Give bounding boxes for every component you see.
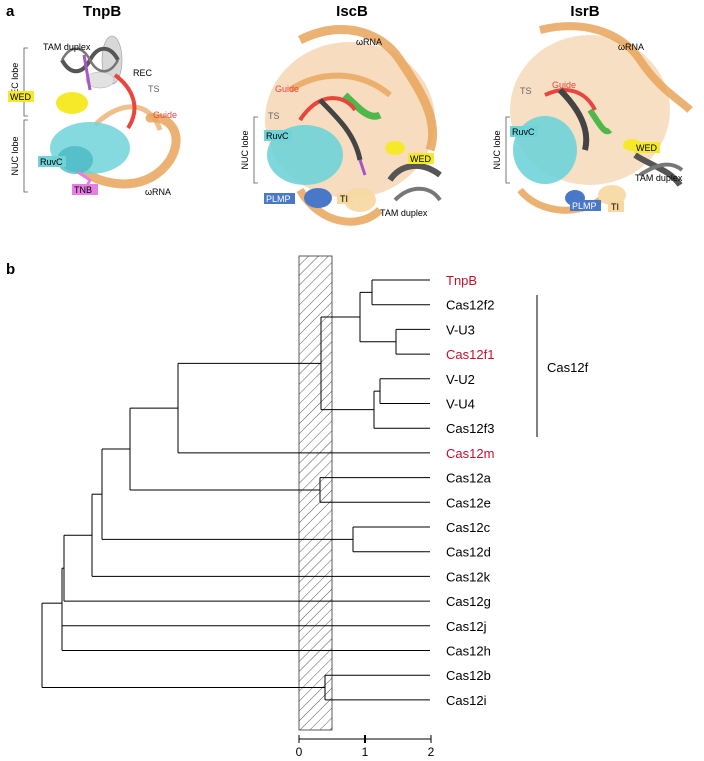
leaf-label-cas12f2: Cas12f2 [446, 298, 494, 313]
tnpb-ts-label: TS [148, 84, 160, 94]
leaf-label-cas12g: Cas12g [446, 594, 491, 609]
leaf-labels: TnpB Cas12f2V-U3Cas12f1V-U2V-U4Cas12f3Cas… [446, 273, 494, 708]
isrb-ruvc-badge [510, 126, 538, 137]
leaf-label-cas12i: Cas12i [446, 693, 487, 708]
iscb-wed-badge [408, 153, 434, 164]
leaf-label-v-u3: V-U3 [446, 322, 475, 337]
leaf-label-tnpb: TnpB [446, 273, 477, 288]
nuc-lobe-bracket [23, 119, 28, 193]
iscb-tam-label: TAM duplex [380, 208, 428, 218]
leaf-label-v-u2: V-U2 [446, 372, 475, 387]
tnpb-wed-badge [8, 91, 34, 102]
hatched-band [298, 255, 333, 731]
iscb-ti-label: TI [340, 194, 348, 204]
leaf-label-cas12d: Cas12d [446, 545, 491, 560]
leaf-label-cas12k: Cas12k [446, 569, 491, 584]
tnpb-ruvc-badge [38, 156, 66, 167]
leaf-label-cas12a: Cas12a [446, 471, 492, 486]
leaf-label-cas12f1: Cas12f1 [446, 347, 494, 362]
iscb-title: IscB [336, 3, 368, 20]
isrb-guide-label: Guide [552, 80, 576, 90]
isrb-tam-label: TAM duplex [635, 173, 683, 183]
tnpb-guide-label: Guide [153, 110, 177, 120]
iscb-ti-badge [337, 193, 353, 204]
tnpb-rec-label: REC [133, 68, 153, 78]
dendrogram-tree [41, 279, 430, 701]
isrb-plmp-label: PLMP [572, 201, 597, 211]
tnpb-ruvc-label: RuvC [40, 157, 63, 167]
panel-a-letter: a [6, 3, 15, 20]
iscb-wed-label: WED [410, 154, 431, 164]
nuc-lobe-label: NUC lobe [10, 136, 20, 175]
axis-tick-label: 0 [296, 745, 303, 759]
rec-lobe-label: REC lobe [10, 63, 20, 102]
iscb-structure: NUC lobe ωRNA Guide TS RuvC WED PLMP TI [240, 25, 442, 226]
isrb-title: IsrB [570, 3, 599, 20]
leaf-label-v-u4: V-U4 [446, 397, 475, 412]
isrb-wed-badge [634, 142, 660, 153]
isrb-omega-label: ωRNA [618, 42, 644, 52]
isrb-structure: NUC lobe TS Guide ωRNA RuvC WED TAM dupl… [492, 22, 693, 214]
leaf-label-cas12c: Cas12c [446, 520, 491, 535]
tnpb-tnb-badge [72, 184, 98, 195]
tnpb-omega-label: ωRNA [145, 187, 171, 197]
isrb-nuc-lobe-label: NUC lobe [492, 130, 502, 169]
isrb-nuc-lobe-bracket [505, 116, 510, 184]
leaf-label-cas12e: Cas12e [446, 495, 491, 510]
leaf-label-cas12h: Cas12h [446, 644, 491, 659]
iscb-nuc-lobe-bracket [253, 116, 258, 184]
iscb-ruvc-label: RuvC [266, 131, 289, 141]
iscb-nuc-lobe-label: NUC lobe [240, 130, 250, 169]
leaf-label-cas12f3: Cas12f3 [446, 421, 494, 436]
isrb-plmp-badge [570, 200, 601, 211]
tnpb-tam-label: TAM duplex [43, 42, 91, 52]
tnpb-structure: REC lobe NUC lobe TAM duplex REC TS Guid… [8, 35, 181, 197]
rec-lobe-bracket [23, 47, 28, 117]
iscb-omega-label: ωRNA [356, 37, 382, 47]
leaf-label-cas12b: Cas12b [446, 668, 491, 683]
leaf-label-cas12j: Cas12j [446, 619, 487, 634]
axis-tick-label: 1 [362, 745, 369, 759]
iscb-ruvc-badge [264, 130, 292, 141]
scale-axis: 0 1 2 [296, 735, 435, 759]
panel-b-letter: b [6, 261, 15, 278]
isrb-ts-label: TS [520, 86, 532, 96]
iscb-ts-label: TS [268, 111, 280, 121]
isrb-ti-badge [608, 201, 624, 212]
iscb-guide-label: Guide [275, 84, 299, 94]
tnpb-title: TnpB [83, 3, 121, 20]
iscb-plmp-badge [264, 193, 295, 204]
iscb-plmp-label: PLMP [266, 194, 291, 204]
axis-tick-label: 2 [428, 745, 435, 759]
cas12f-clade-label: Cas12f [547, 360, 589, 375]
tnpb-tnb-label: TNB [74, 185, 92, 195]
isrb-ti-label: TI [611, 202, 619, 212]
leaf-label-cas12m: Cas12m [446, 446, 494, 461]
isrb-ruvc-label: RuvC [512, 127, 535, 137]
tnpb-wed-label: WED [10, 92, 31, 102]
isrb-wed-label: WED [636, 143, 657, 153]
